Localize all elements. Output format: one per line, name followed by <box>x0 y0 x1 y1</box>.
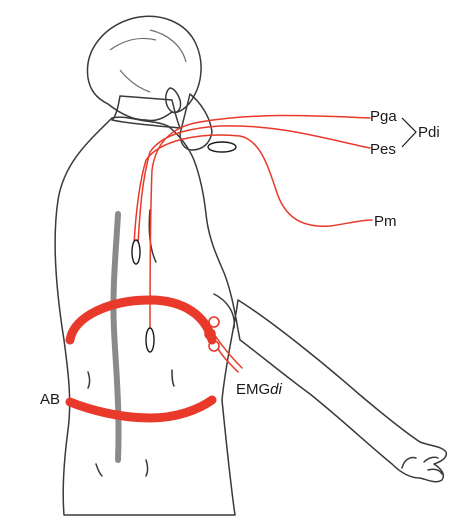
neck <box>112 96 180 128</box>
label-ab: AB <box>40 391 60 408</box>
labels: Pga Pes Pdi Pm EMGdi AB <box>40 108 440 408</box>
spine <box>113 214 118 460</box>
catheter-lines <box>132 116 372 353</box>
finger-line <box>428 469 442 474</box>
hair <box>87 16 201 120</box>
esophageal-balloon <box>132 240 140 264</box>
gastric-balloon <box>146 328 154 352</box>
bands <box>70 300 212 418</box>
emg-lead-1 <box>214 334 242 368</box>
label-pes: Pes <box>370 141 396 158</box>
back-dimple-right <box>146 460 148 476</box>
mouth-pressure-ring <box>208 142 236 152</box>
hair-strand-2 <box>150 30 186 62</box>
waist-mark-left <box>88 372 90 388</box>
pdi-bracket <box>402 118 416 147</box>
abdominal-band <box>70 400 212 418</box>
label-pga: Pga <box>370 108 397 125</box>
label-emg-di: EMGdi <box>236 381 283 398</box>
arm-fold <box>402 457 416 468</box>
label-pm: Pm <box>374 213 397 230</box>
thumb-line <box>424 457 438 462</box>
label-emg-prefix: EMG <box>236 381 270 398</box>
pm-catheter-line <box>134 135 372 244</box>
hair-strand-1 <box>110 38 156 50</box>
pga-catheter-line <box>150 116 370 331</box>
hair-strand-3 <box>120 70 150 92</box>
waist-mark-right <box>172 370 174 386</box>
label-pdi: Pdi <box>418 124 440 141</box>
rib-cage-band <box>70 300 212 340</box>
label-emg-suffix: di <box>270 381 282 398</box>
back-dimple-left <box>96 464 102 476</box>
